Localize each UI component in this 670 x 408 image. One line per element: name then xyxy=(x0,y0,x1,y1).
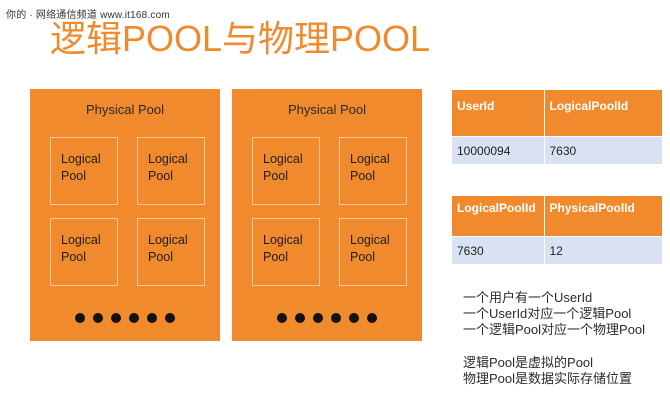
logical-to-physical-pool-table: LogicalPoolId PhysicalPoolId 7630 12 xyxy=(452,196,662,264)
physical-pool-label: Physical Pool xyxy=(287,102,367,117)
table-header-cell: LogicalPoolId xyxy=(452,196,544,236)
logical-pool-label: Logical Pool xyxy=(263,152,303,183)
table-cell: 12 xyxy=(543,235,662,264)
logical-pool-label: Logical Pool xyxy=(61,152,101,183)
physical-pool-box: Physical Pool Logical Pool Logical Pool … xyxy=(30,89,220,341)
page-title: 逻辑POOL与物理POOL xyxy=(50,18,431,59)
table-header-row: UserId LogicalPoolId xyxy=(452,90,662,136)
table-header-cell: LogicalPoolId xyxy=(543,90,662,136)
ellipsis-dot xyxy=(331,313,341,323)
ellipsis-dot xyxy=(277,313,287,323)
logical-pool-box: Logical Pool xyxy=(339,218,407,286)
table-cell: 7630 xyxy=(543,135,662,164)
ellipsis-dot xyxy=(165,313,175,323)
logical-pool-label: Logical Pool xyxy=(148,233,188,264)
ellipsis-dot xyxy=(295,313,305,323)
table-header-cell: UserId xyxy=(452,90,544,136)
logical-pool-box: Logical Pool xyxy=(252,218,320,286)
logical-pool-box: Logical Pool xyxy=(252,137,320,205)
physical-pool-box: Physical Pool Logical Pool Logical Pool … xyxy=(232,89,422,341)
table-cell: 10000094 xyxy=(452,135,544,164)
ellipsis-dot xyxy=(93,313,103,323)
ellipsis-dot xyxy=(129,313,139,323)
ellipsis-dot xyxy=(313,313,323,323)
ellipsis-dot xyxy=(75,313,85,323)
note-line: 一个用户有一个UserId xyxy=(463,290,593,305)
definition-notes: 逻辑Pool是虚拟的Pool 物理Pool是数据实际存储位置 xyxy=(463,355,632,387)
ellipsis-dots xyxy=(30,313,220,323)
ellipsis-dot xyxy=(147,313,157,323)
logical-pool-box: Logical Pool xyxy=(339,137,407,205)
physical-pool-label: Physical Pool xyxy=(85,102,165,117)
note-line: 一个逻辑Pool对应一个物理Pool xyxy=(463,322,646,337)
table-row: 10000094 7630 xyxy=(452,135,662,164)
note-line: 逻辑Pool是虚拟的Pool xyxy=(463,355,594,370)
logical-pool-box: Logical Pool xyxy=(137,218,205,286)
logical-pool-label: Logical Pool xyxy=(148,152,188,183)
user-to-logical-pool-table: UserId LogicalPoolId 10000094 7630 xyxy=(452,90,662,164)
logical-pool-label: Logical Pool xyxy=(61,233,101,264)
note-line: 物理Pool是数据实际存储位置 xyxy=(463,371,633,386)
table-cell: 7630 xyxy=(452,235,544,264)
table-row: 7630 12 xyxy=(452,235,662,264)
watermark: 你的 · 网络通信频道 www.it168.com xyxy=(6,10,170,21)
ellipsis-dot xyxy=(367,313,377,323)
logical-pool-label: Logical Pool xyxy=(350,152,390,183)
ellipsis-dot xyxy=(349,313,359,323)
table-header-cell: PhysicalPoolId xyxy=(543,196,662,236)
note-line: 一个UserId对应一个逻辑Pool xyxy=(463,306,632,321)
logical-pool-box: Logical Pool xyxy=(50,218,118,286)
table-header-row: LogicalPoolId PhysicalPoolId xyxy=(452,196,662,236)
mapping-notes: 一个用户有一个UserId 一个UserId对应一个逻辑Pool 一个逻辑Poo… xyxy=(463,290,645,338)
logical-pool-box: Logical Pool xyxy=(137,137,205,205)
logical-pool-label: Logical Pool xyxy=(350,233,390,264)
logical-pool-box: Logical Pool xyxy=(50,137,118,205)
logical-pool-label: Logical Pool xyxy=(263,233,303,264)
ellipsis-dot xyxy=(111,313,121,323)
ellipsis-dots xyxy=(232,313,422,323)
